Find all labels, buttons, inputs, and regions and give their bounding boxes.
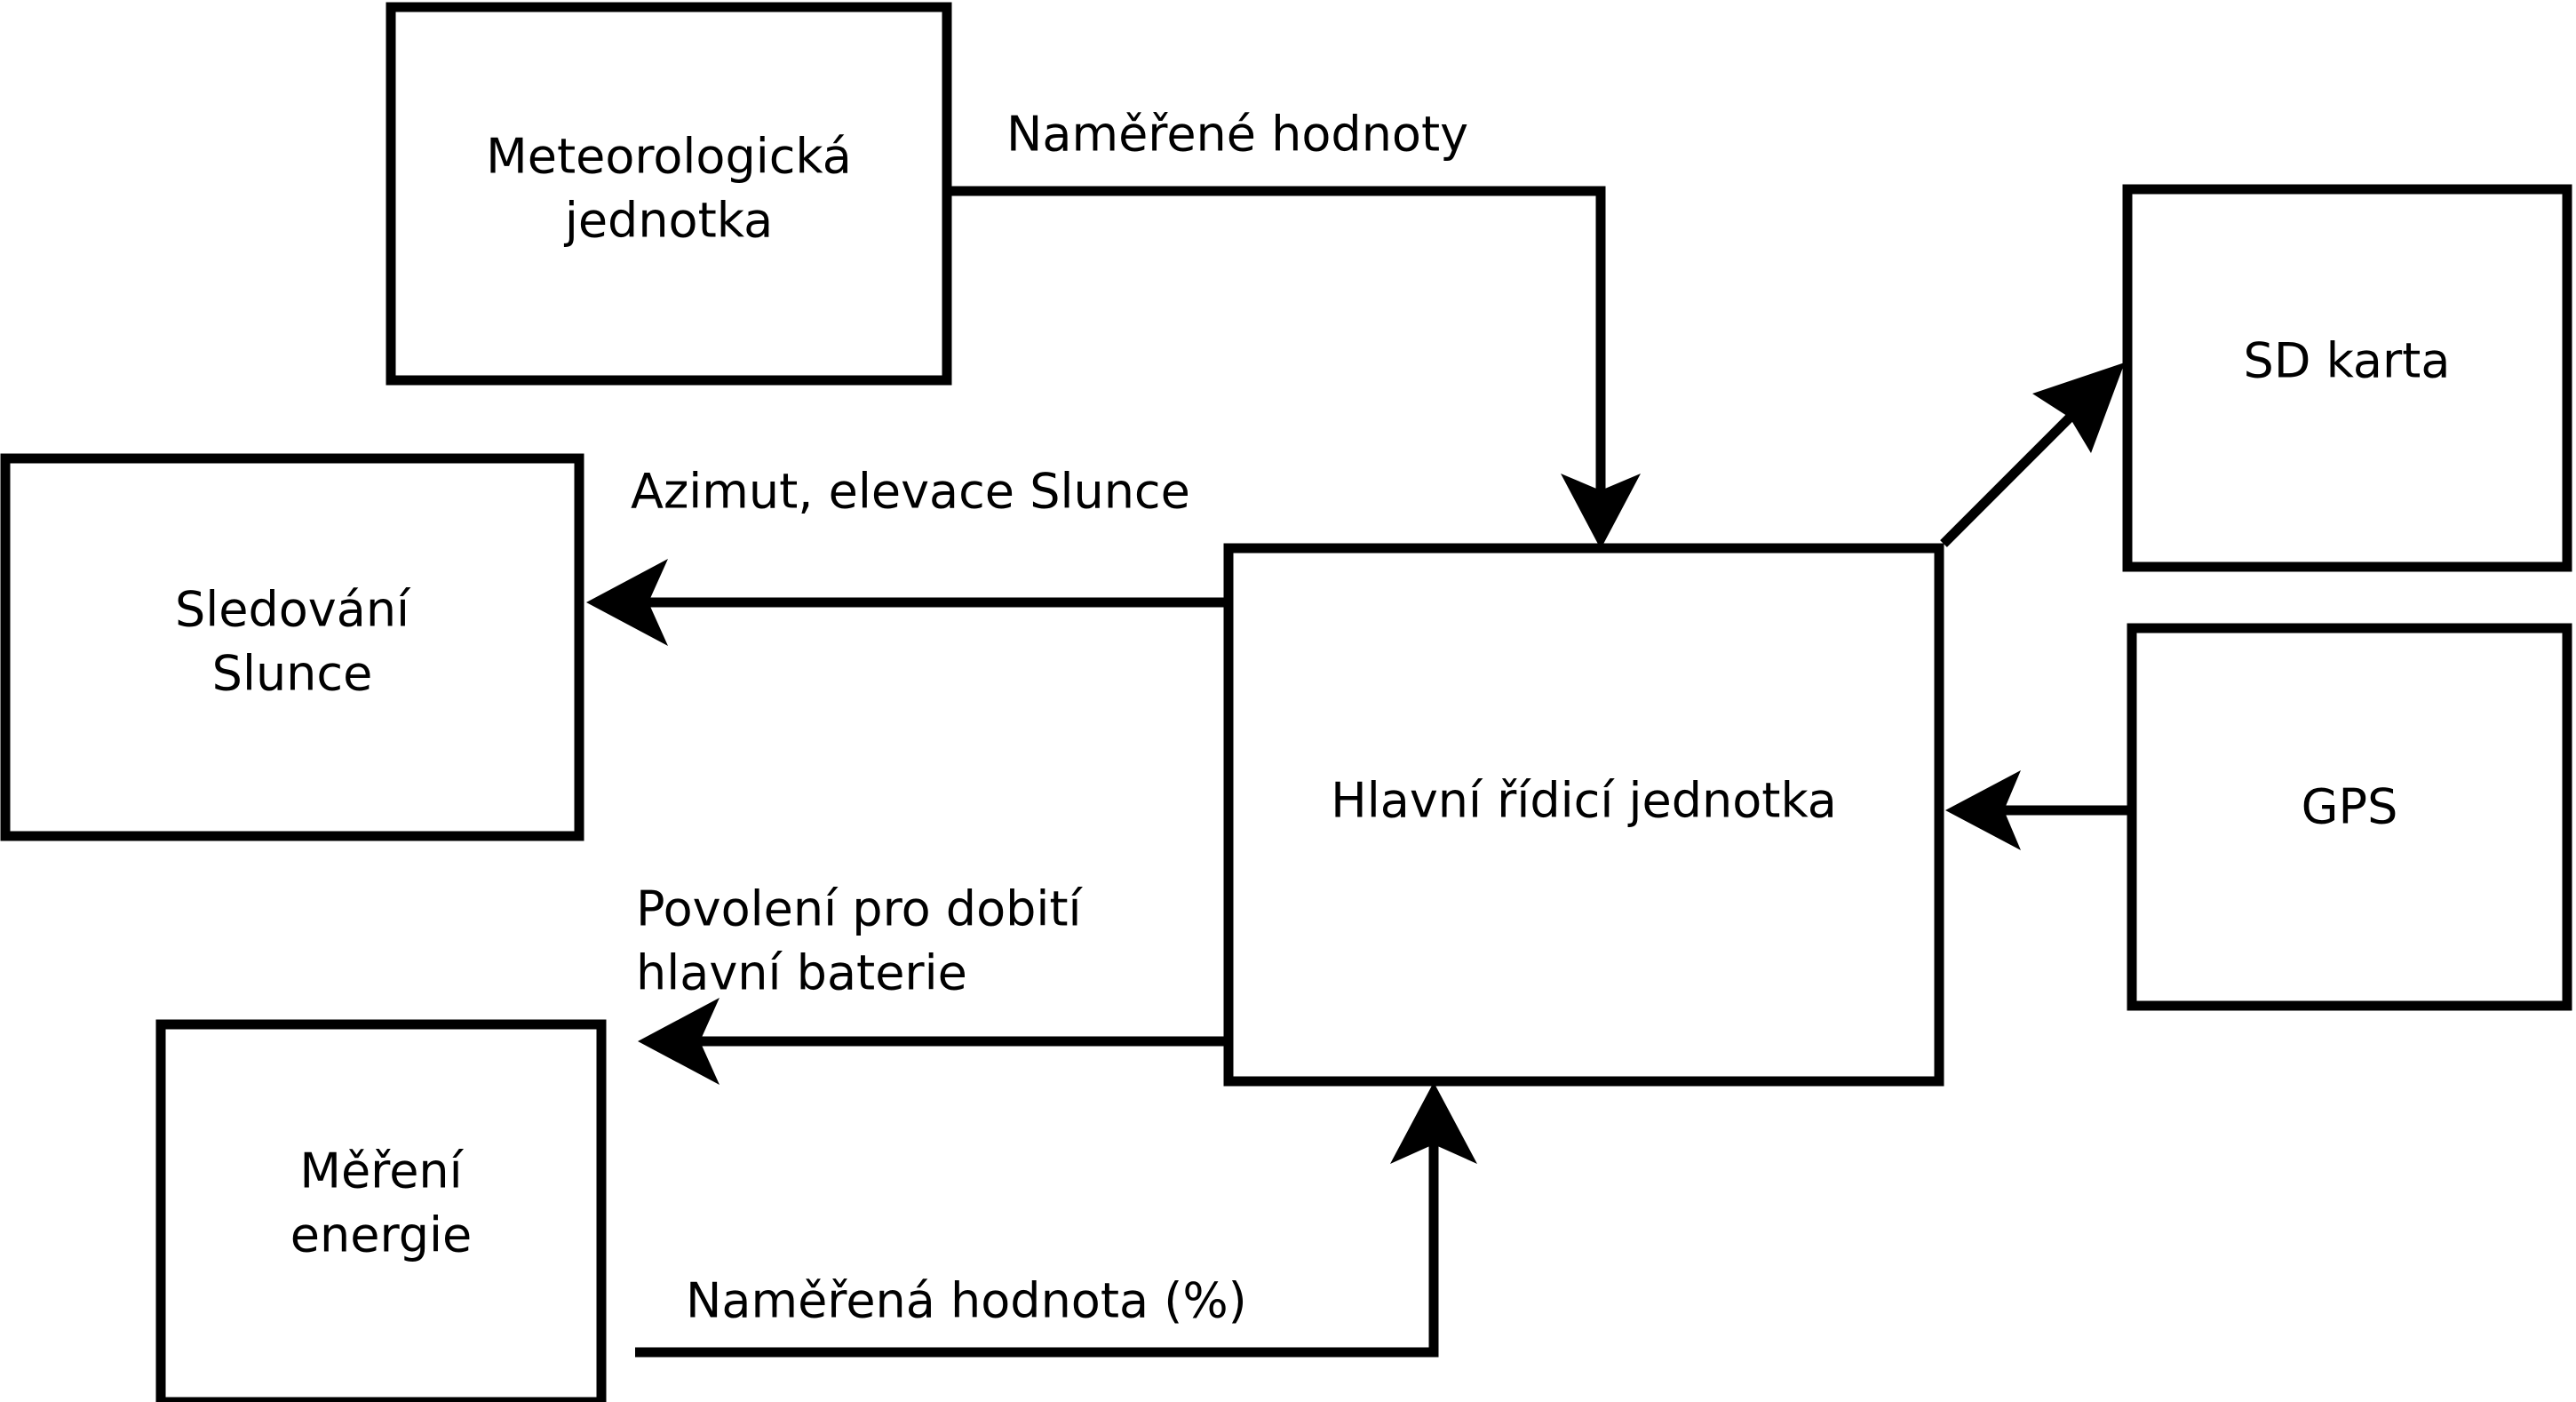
edge-main-to-sdcard-path [1940, 392, 2095, 547]
edge-gps-to-main-arrowhead [1945, 770, 2021, 850]
node-meteo-unit-rect[interactable] [386, 2, 952, 386]
edge-label-namerene-hodnoty: Naměřené hodnoty [1006, 107, 1468, 163]
node-meteo-unit-label-line1: Meteorologická [486, 129, 852, 185]
node-sun-tracking-label-line2: Slunce [212, 646, 373, 702]
edge-main-to-tracking-arrowhead [586, 559, 668, 646]
node-main-control-unit-group[interactable]: Hlavní řídicí jednotka [1223, 543, 1944, 1087]
edge-meteo-to-main-arrowhead [1561, 474, 1641, 549]
node-gps-rect[interactable] [2127, 623, 2572, 1011]
node-sun-tracking-label-line1: Sledování [175, 582, 411, 638]
node-gps-group[interactable]: GPS [2127, 623, 2572, 1011]
edge-main-to-energy-arrowhead [638, 998, 720, 1085]
node-sun-tracking-rect[interactable] [0, 453, 584, 841]
edge-main-to-energy [638, 998, 1224, 1085]
edge-main-to-sdcard-arrowhead [2032, 362, 2125, 453]
edge-energy-to-main [635, 1082, 1477, 1358]
node-gps-label: GPS [2302, 779, 2398, 835]
edge-main-to-sdcard [1940, 362, 2125, 547]
node-energy-measurement-group[interactable]: Měření energie [155, 1019, 607, 1402]
node-main-control-unit-label: Hlavní řídicí jednotka [1331, 773, 1837, 829]
node-sd-card-label: SD karta [2244, 333, 2451, 389]
node-sun-tracking-group[interactable]: Sledování Slunce [0, 453, 584, 841]
edge-label-povoleni-line2: hlavní baterie [636, 945, 967, 1001]
edge-label-azimut-elevace: Azimut, elevace Slunce [631, 464, 1190, 520]
edge-label-namerena-hodnota-procent: Naměřená hodnota (%) [686, 1273, 1247, 1329]
edge-main-to-tracking [586, 559, 1224, 646]
node-sd-card-rect[interactable] [2122, 184, 2572, 572]
node-meteo-unit-group[interactable]: Meteorologická jednotka [386, 2, 952, 386]
edge-energy-to-main-path [635, 1128, 1439, 1358]
node-energy-measurement-label-line2: energie [290, 1207, 472, 1263]
node-energy-measurement-label-line1: Měření [299, 1143, 464, 1199]
edge-gps-to-main [1945, 770, 2132, 850]
node-meteo-unit-label-line2: jednotka [564, 193, 773, 249]
node-sd-card-group[interactable]: SD karta [2122, 184, 2572, 572]
edge-energy-to-main-arrowhead [1390, 1082, 1477, 1164]
edge-label-povoleni-line1: Povolení pro dobití [636, 881, 1084, 937]
node-main-control-unit-rect[interactable] [1223, 543, 1944, 1087]
node-energy-measurement-rect[interactable] [155, 1019, 607, 1402]
